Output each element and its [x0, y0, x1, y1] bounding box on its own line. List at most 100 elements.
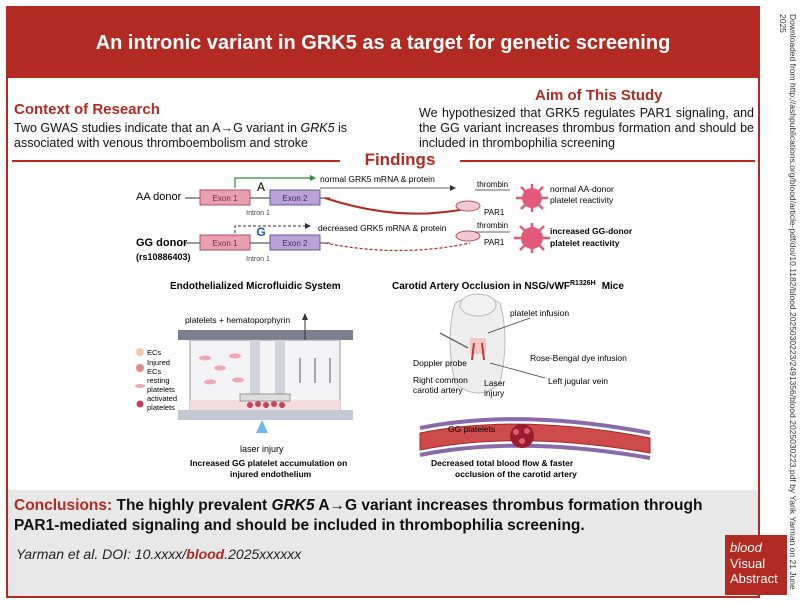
conclusions-panel: [8, 490, 758, 596]
blood-visual-abstract-logo: blood Visual Abstract: [725, 535, 787, 595]
gg-platelet-small: [455, 230, 481, 242]
gg-transcription-arrow: [234, 225, 305, 233]
aa-curve: [324, 197, 471, 215]
findings-rule-right: [460, 160, 755, 162]
context-text: Two GWAS studies indicate that an A→G va…: [14, 121, 384, 151]
aa-arrow-head: [310, 175, 316, 181]
citation-journal: blood: [186, 546, 225, 562]
context-heading: Context of Research: [14, 101, 160, 118]
context-gene: GRK5: [300, 121, 335, 135]
conclusions-label: Conclusions:: [14, 497, 113, 514]
findings-rule-left: [12, 160, 340, 162]
logo-line1: Visual: [730, 556, 766, 571]
legend-activated: activated: [147, 394, 177, 403]
legend-ecs: ECs: [147, 348, 161, 357]
carotid-title: Carotid Artery Occlusion in NSG/vWFR1326…: [392, 280, 624, 292]
microfluidic-result-1: Increased GG platelet accumulation on: [190, 458, 347, 468]
legend-resting-platelets: platelets: [147, 385, 175, 394]
increased-reactivity-1: increased GG-donor: [550, 226, 633, 236]
conclusions-post: A→G variant increases thrombus formation…: [14, 497, 703, 534]
laser-beam: [256, 420, 268, 433]
aa-exon2-label: Exon 2: [283, 194, 308, 203]
allele-a: A: [257, 180, 265, 194]
rose-bengal-label: Rose-Bengal dye infusion: [530, 353, 627, 363]
microfluidic-legend: ECs Injured ECs resting platelets activa…: [135, 348, 177, 412]
flow-arrows-group: [299, 358, 331, 383]
citation: Yarman et al. DOI: 10.xxxx/blood.2025xxx…: [16, 546, 301, 562]
gg-exon1-label: Exon 1: [213, 239, 238, 248]
page-title: An intronic variant in GRK5 as a target …: [95, 31, 671, 54]
injury-window: [239, 393, 291, 402]
conclusions-gene: GRK5: [271, 497, 315, 514]
microfluidic-result-2: injured endothelium: [230, 469, 312, 479]
right-carotid-1: Right common: [413, 375, 468, 385]
laser-label-2: injury: [484, 388, 505, 398]
normal-mrna-label: normal GRK5 mRNA & protein: [320, 174, 435, 184]
chip-divider-2: [275, 340, 285, 395]
citation-post: .2025xxxxxx: [224, 546, 302, 562]
gg-platelets-label: GG platelets: [448, 424, 495, 434]
doppler-label: Doppler probe: [413, 358, 467, 368]
chip-base: [178, 410, 353, 420]
gg-curve: [324, 242, 471, 252]
logo-line2: Abstract: [730, 571, 778, 586]
inlet-arrowhead: [302, 313, 308, 320]
aa-platelet-small: [455, 200, 481, 212]
right-carotid-2: carotid artery: [413, 385, 463, 395]
doppler-probe-line: [439, 332, 469, 349]
download-notice: Downloaded from http://ashpublications.o…: [778, 14, 798, 590]
aa-platelet-activated: [516, 184, 548, 212]
aa-mrna-arrowhead: [450, 185, 456, 191]
resting-platelets-group: [199, 353, 244, 385]
title-bar: An intronic variant in GRK5 as a target …: [8, 8, 758, 78]
normal-reactivity-1: normal AA-donor: [550, 184, 614, 194]
legend-injured-ecs: ECs: [147, 367, 161, 376]
aa-par1-label: PAR1: [484, 208, 505, 217]
gg-exon1: [199, 234, 251, 251]
decreased-mrna-label: decreased GRK5 mRNA & protein: [318, 223, 447, 233]
conclusions-pre: The highly prevalent: [112, 497, 272, 514]
carotid-result-1: Decreased total blood flow & faster: [431, 458, 574, 468]
findings-heading: Findings: [364, 150, 436, 169]
logo-brand: blood: [730, 540, 762, 555]
carotid-result-2: occlusion of the carotid artery: [455, 469, 577, 479]
context-text-post: is associated with venous thromboembolis…: [14, 121, 348, 150]
microfluidic-title: Endothelialized Microfluidic System: [170, 281, 341, 292]
laser-label-1: Laser: [484, 378, 505, 388]
aa-intron-label: Intron 1: [246, 210, 270, 217]
gg-par1-label: PAR1: [484, 238, 505, 247]
gg-exon2-label: Exon 2: [283, 239, 308, 248]
platelet-infusion-pointer: [487, 317, 531, 334]
gg-thrombin-label: thrombin: [477, 221, 508, 230]
left-jugular-label: Left jugular vein: [548, 376, 608, 386]
legend-activated-platelets: platelets: [147, 403, 175, 412]
aim-text: We hypothesized that GRK5 regulates PAR1…: [419, 106, 754, 150]
microfluidic-inlet-label: platelets + hematoporphyrin: [185, 315, 290, 325]
laser-injury-label: laser injury: [240, 444, 284, 454]
aa-exon1: [199, 189, 251, 206]
normal-reactivity-2: platelet reactivity: [550, 195, 614, 205]
chip-top: [178, 330, 353, 340]
findings-figure: AA donor Exon 1 Exon 2 A Intron 1 normal…: [135, 174, 651, 479]
activated-platelets-group: [247, 401, 285, 408]
aa-exon1-label: Exon 1: [213, 194, 238, 203]
increased-reactivity-2: platelet reactivity: [550, 238, 620, 248]
thrombus: [510, 424, 534, 448]
aa-exon2: [269, 189, 321, 206]
artery-wall-top: [419, 417, 651, 435]
mouse-head: [459, 293, 497, 317]
aa-transcription-arrow: [234, 177, 310, 188]
aim-heading: Aim of This Study: [535, 87, 663, 104]
platelet-infusion-label: platelet infusion: [510, 308, 569, 318]
chip-divider-1: [250, 340, 260, 395]
gg-arrow-head: [305, 223, 311, 229]
legend-resting: resting: [147, 376, 170, 385]
context-text-pre: Two GWAS studies indicate that an A→G va…: [14, 121, 301, 135]
legend-injured: Injured: [147, 358, 170, 367]
jugular-pointer: [489, 362, 546, 379]
aa-donor-label: AA donor: [136, 191, 182, 203]
gg-platelet-activated: [514, 223, 550, 253]
allele-g: G: [256, 225, 265, 239]
gg-donor-label: GG donor: [136, 237, 188, 249]
gg-rsid-label: (rs10886403): [136, 252, 191, 262]
